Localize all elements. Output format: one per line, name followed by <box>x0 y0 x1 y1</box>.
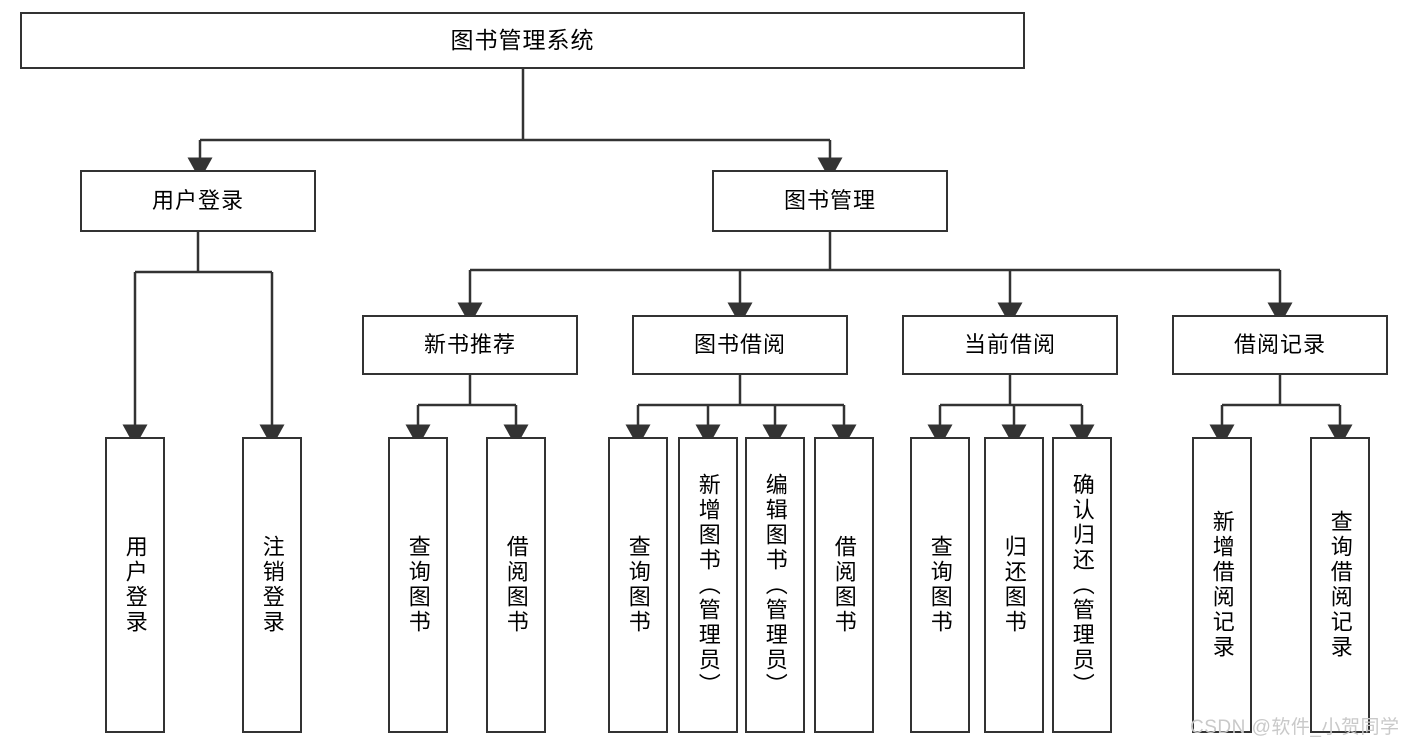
leaf-return-book[interactable]: 归还图书 <box>984 437 1044 733</box>
edge-newbook-to-leaves <box>405 375 529 447</box>
leaf-add-book-admin[interactable]: 新增图书（管理员） <box>678 437 738 733</box>
node-book-borrow[interactable]: 图书借阅 <box>632 315 848 375</box>
leaf-borrow-book-recommend[interactable]: 借阅图书 <box>486 437 546 733</box>
edge-bookmgmt-to-level3 <box>457 232 1293 325</box>
edge-borrow-to-leaves <box>625 375 857 447</box>
leaf-query-borrow-record[interactable]: 查询借阅记录 <box>1310 437 1370 733</box>
leaf-logout[interactable]: 注销登录 <box>242 437 302 733</box>
edge-record-to-leaves <box>1209 375 1353 447</box>
edge-current-to-leaves <box>927 375 1095 447</box>
leaf-borrow-book[interactable]: 借阅图书 <box>814 437 874 733</box>
node-new-book-recommend[interactable]: 新书推荐 <box>362 315 578 375</box>
leaf-edit-book-admin[interactable]: 编辑图书（管理员） <box>745 437 805 733</box>
leaf-user-login[interactable]: 用户登录 <box>105 437 165 733</box>
edge-root-to-level2 <box>187 69 843 180</box>
node-book-management[interactable]: 图书管理 <box>712 170 948 232</box>
leaf-add-borrow-record[interactable]: 新增借阅记录 <box>1192 437 1252 733</box>
leaf-query-book-borrow[interactable]: 查询图书 <box>608 437 668 733</box>
leaf-confirm-return-admin[interactable]: 确认归还（管理员） <box>1052 437 1112 733</box>
leaf-query-book-current[interactable]: 查询图书 <box>910 437 970 733</box>
csdn-watermark: CSDN @软件_小贺同学 <box>1190 717 1400 738</box>
node-borrow-record[interactable]: 借阅记录 <box>1172 315 1388 375</box>
node-user-login[interactable]: 用户登录 <box>80 170 316 232</box>
node-current-borrow[interactable]: 当前借阅 <box>902 315 1118 375</box>
edge-userlogin-to-leaves <box>122 232 285 447</box>
node-root[interactable]: 图书管理系统 <box>20 12 1025 69</box>
leaf-query-book-recommend[interactable]: 查询图书 <box>388 437 448 733</box>
